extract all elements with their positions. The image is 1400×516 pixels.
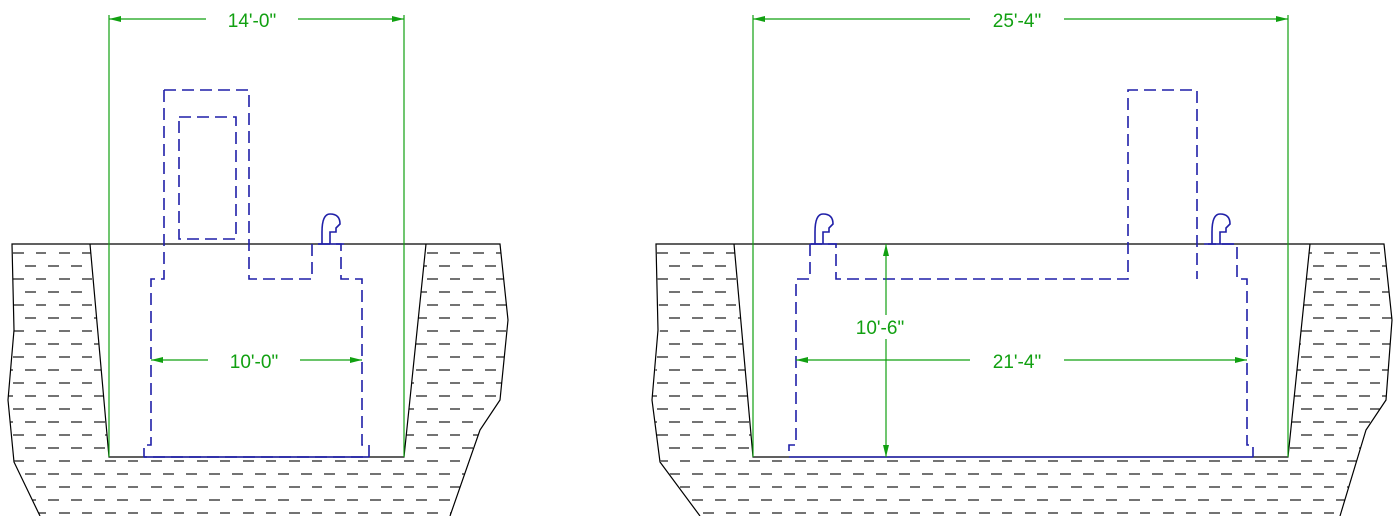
right-vent-pipe-west-icon <box>811 213 837 245</box>
right-depth-label: 10'-6" <box>856 318 904 339</box>
right-tank-outline-east <box>1204 243 1254 457</box>
left-tank-arrow-east <box>350 357 362 363</box>
left-tank-inner-hatch <box>178 116 237 240</box>
left-tank-arrow-west <box>151 357 163 363</box>
right-vent-pipe-east-icon <box>1208 213 1234 245</box>
left-tank-label-bg <box>208 349 300 371</box>
right-tank-arrow-west <box>796 357 808 363</box>
left-vent-pipe-icon <box>318 213 344 245</box>
right-overall-width-label: 25'-4" <box>993 11 1041 32</box>
right-soil-outline-west <box>651 243 734 516</box>
left-overall-label-bg <box>206 8 298 30</box>
right-tank-outline-west <box>788 244 811 457</box>
right-soil-hatch <box>652 244 1392 516</box>
right-tank-arrow-east <box>1235 357 1247 363</box>
left-overall-arrow-west <box>109 16 121 22</box>
left-tank-width-label: 10'-0" <box>230 352 278 373</box>
left-section: 14'-0" 10'-0" <box>7 8 509 516</box>
right-overall-label-bg <box>970 8 1064 30</box>
left-overall-width-label: 14'-0" <box>228 11 276 32</box>
left-tank-outline <box>143 89 370 458</box>
right-depth-arrow-bottom <box>883 445 889 457</box>
right-overall-arrow-west <box>753 16 765 22</box>
right-depth-arrow-top <box>883 244 889 256</box>
right-tank-label-bg <box>970 349 1064 371</box>
right-soil-outline-east <box>1310 243 1393 516</box>
left-overall-arrow-east <box>392 16 404 22</box>
right-depth-label-bg <box>838 315 926 339</box>
left-soil-hatch-west <box>8 244 508 516</box>
left-soil-outline-west <box>7 243 90 516</box>
right-section: 25'-4" 21'-4" 10'-6" <box>651 8 1393 516</box>
right-tank-width-label: 21'-4" <box>993 352 1041 373</box>
left-soil-outline-east <box>426 243 509 516</box>
right-overall-arrow-east <box>1276 16 1288 22</box>
